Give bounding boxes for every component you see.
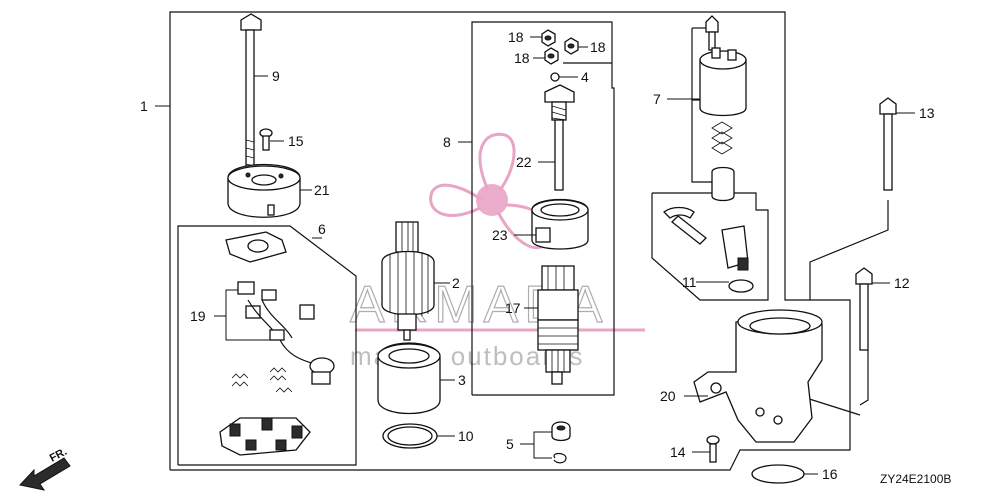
collar-clip-5 xyxy=(551,421,571,464)
callout-11: 11 xyxy=(682,274,697,290)
callout-3: 3 xyxy=(458,372,466,388)
armature-2 xyxy=(381,221,435,341)
diagram-code: ZY24E2100B xyxy=(880,472,951,486)
callout-18-a: 18 xyxy=(508,29,524,45)
callout-23: 23 xyxy=(492,227,508,243)
bolt-12 xyxy=(855,267,873,351)
callout-14: 14 xyxy=(670,444,686,460)
callout-18-b: 18 xyxy=(590,39,606,55)
front-housing-20 xyxy=(693,309,823,443)
drive-pinion-17 xyxy=(537,265,579,385)
brush-holder-base xyxy=(219,417,311,456)
callout-20: 20 xyxy=(660,388,676,404)
callout-2: 2 xyxy=(452,275,460,291)
solenoid-7 xyxy=(699,15,747,202)
callout-6: 6 xyxy=(318,221,326,237)
gasket-ring-10 xyxy=(382,423,438,449)
front-direction-arrow: FR. xyxy=(19,446,71,491)
callout-7: 7 xyxy=(653,91,661,107)
callout-9: 9 xyxy=(272,68,280,84)
internal-gear-23 xyxy=(531,198,589,250)
callout-18-c: 18 xyxy=(514,50,530,66)
callout-4: 4 xyxy=(581,69,589,85)
through-bolt-9 xyxy=(240,13,262,181)
bolt-14 xyxy=(706,435,720,463)
callout-12: 12 xyxy=(894,275,910,291)
leader-lines xyxy=(155,36,915,475)
screw-15 xyxy=(259,128,273,151)
pinion-shaft-22 xyxy=(544,84,575,191)
o-ring-4 xyxy=(550,72,560,82)
propeller-hub-icon xyxy=(476,184,508,216)
callout-22: 22 xyxy=(516,154,532,170)
callout-15: 15 xyxy=(288,133,304,149)
callout-19: 19 xyxy=(190,308,206,324)
brush-springs xyxy=(231,367,293,393)
callout-1: 1 xyxy=(140,98,148,114)
brush-holder-19 xyxy=(237,281,335,385)
brush-plate-gasket xyxy=(225,231,287,263)
shift-lever-11 xyxy=(663,206,754,293)
o-ring-16 xyxy=(751,464,805,484)
callout-labels: 1 2 3 4 5 6 7 8 9 10 11 12 13 14 15 16 1… xyxy=(140,29,935,482)
callout-10: 10 xyxy=(458,428,474,444)
callout-8: 8 xyxy=(443,134,451,150)
callout-21: 21 xyxy=(314,182,330,198)
nuts-18 xyxy=(541,29,579,65)
callout-5: 5 xyxy=(506,436,514,452)
callout-17: 17 xyxy=(505,300,521,316)
callout-13: 13 xyxy=(919,105,935,121)
rear-cover-21 xyxy=(227,163,301,218)
stator-yoke-3 xyxy=(377,342,441,415)
callout-16: 16 xyxy=(822,466,838,482)
bolt-13 xyxy=(879,97,897,191)
arrow-icon xyxy=(19,457,71,491)
